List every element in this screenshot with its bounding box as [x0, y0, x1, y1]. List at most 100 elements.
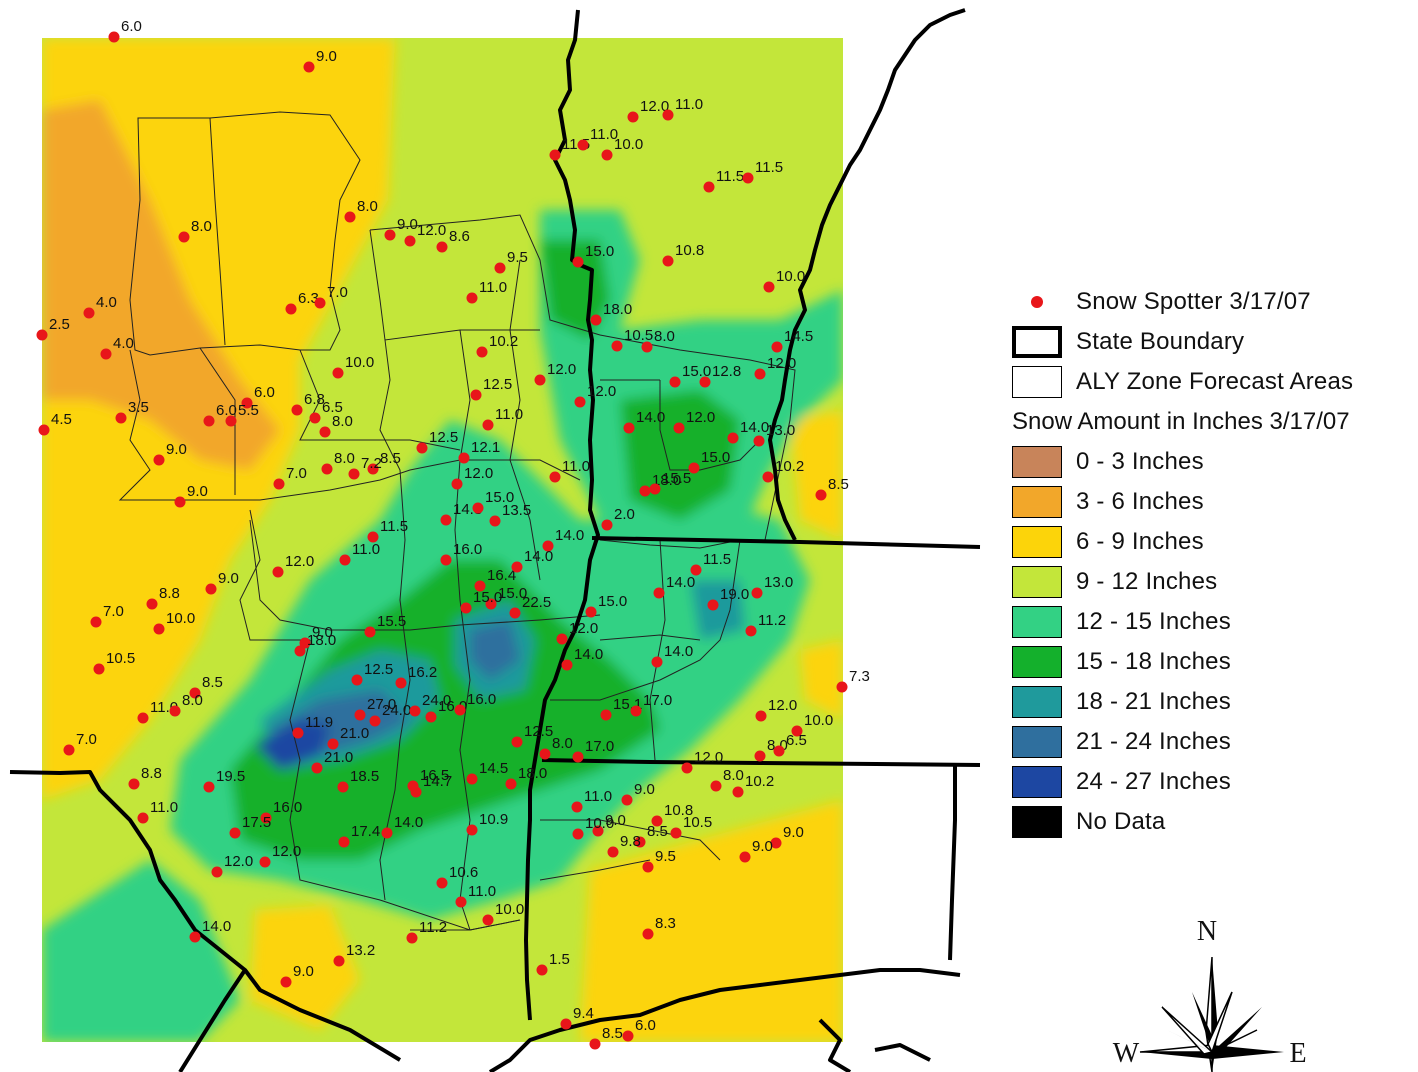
spotter-dot — [592, 825, 604, 837]
snow-spotter: 14.0 — [651, 643, 693, 668]
spotter-dot — [670, 827, 682, 839]
spotter-value-label: 9.0 — [187, 483, 208, 500]
spotter-value-label: 14.7 — [423, 773, 452, 790]
legend-state-boundary: State Boundary — [1012, 322, 1412, 362]
spotter-value-label: 17.0 — [585, 738, 614, 755]
spotter-value-label: 12.0 — [224, 853, 253, 870]
snow-spotter: 14.0 — [623, 409, 665, 434]
snow-spotter: 8.0 — [344, 198, 378, 223]
spotter-dot — [600, 709, 612, 721]
legend-class-label: 21 - 24 Inches — [1076, 728, 1231, 755]
compass-rose: N W E — [1113, 916, 1307, 1072]
snow-spotter: 8.5 — [367, 450, 401, 475]
snow-spotter: 9.0 — [153, 441, 187, 466]
zone-lines-h — [509, 259, 541, 581]
spotter-dot — [754, 368, 766, 380]
snow-spotter: 1.5 — [536, 951, 570, 976]
snow-spotter: 11.2 — [406, 919, 447, 944]
spotter-dot — [560, 1018, 572, 1030]
legend-zone-areas: ALY Zone Forecast Areas — [1012, 362, 1412, 402]
fill-12-15-southwest — [42, 860, 240, 1042]
spotter-dot — [146, 598, 158, 610]
spotter-dot — [314, 297, 326, 309]
spotter-value-label: 12.1 — [471, 439, 500, 456]
spotter-value-label: 16.0 — [453, 541, 482, 558]
snow-spotter: 10.5 — [611, 327, 653, 352]
snow-spotter: 17.0 — [572, 738, 614, 763]
spotter-value-label: 18.0 — [652, 472, 681, 489]
snow-spotter: 8.6 — [436, 228, 470, 253]
zone-lines-g — [454, 329, 471, 931]
compass-east-label: E — [1289, 1038, 1306, 1069]
spotter-value-label: 6.8 — [304, 391, 325, 408]
spotter-dot — [455, 896, 467, 908]
spotter-dot — [571, 801, 583, 813]
snow-spotter: 24.0 — [409, 692, 451, 717]
spotter-dot — [651, 656, 663, 668]
spotter-dot — [771, 341, 783, 353]
snow-spotter: 2.5 — [36, 316, 70, 341]
spotter-dot — [511, 736, 523, 748]
snow-spotter: 17.0 — [630, 692, 672, 717]
snow-spotter: 6.0 — [622, 1017, 656, 1042]
spotter-dot — [673, 422, 685, 434]
spotter-value-label: 12.5 — [364, 661, 393, 678]
spotter-dot — [509, 607, 521, 619]
spotter-dot — [285, 303, 297, 315]
snow-spotter: 9.0 — [299, 624, 333, 649]
spotter-dot — [572, 828, 584, 840]
snow-spotter: 16.2 — [395, 664, 437, 689]
snow-spotter: 12.1 — [458, 439, 500, 464]
spotter-value-label: 10.5 — [106, 650, 135, 667]
spotter-dot — [169, 705, 181, 717]
spotter-value-label: 17.5 — [242, 814, 271, 831]
spotter-value-label: 7.0 — [327, 284, 348, 301]
snow-spotter: 9.0 — [303, 48, 337, 73]
spotter-dot — [542, 540, 554, 552]
spotter-dot — [482, 419, 494, 431]
snow-spotter: 11.0 — [571, 788, 612, 813]
spotter-dot — [572, 256, 584, 268]
spotter-value-label: 9.5 — [655, 848, 676, 865]
spotter-value-label: 14.0 — [664, 643, 693, 660]
spotter-dot — [409, 705, 421, 717]
spotter-value-label: 12.0 — [768, 697, 797, 714]
spotter-dot — [436, 241, 448, 253]
legend-class-9: No Data — [1012, 802, 1412, 842]
spotter-value-label: 6.5 — [322, 399, 343, 416]
snow-spotter: 8.0 — [178, 218, 212, 243]
spotter-value-label: 11.0 — [468, 883, 496, 900]
spotter-value-label: 9.0 — [752, 838, 773, 855]
legend-class-label: 0 - 3 Inches — [1076, 448, 1204, 475]
snow-spotter: 8.5 — [189, 674, 223, 699]
snow-spotter: 11.5 — [367, 518, 408, 543]
spotter-value-label: 14.0 — [202, 918, 231, 935]
spotter-value-label: 10.0 — [495, 901, 524, 918]
legend-swatch — [1012, 566, 1062, 598]
spotter-value-label: 12.0 — [640, 98, 669, 115]
spotter-dot — [641, 341, 653, 353]
spotter-value-label: 12.5 — [429, 429, 458, 446]
snow-spotter: 12.0 — [404, 222, 446, 247]
state-boundary-sw — [178, 968, 247, 1072]
spotter-dot — [83, 307, 95, 319]
spotter-dot — [225, 415, 237, 427]
spotter-value-label: 27.0 — [367, 696, 396, 713]
spotter-value-label: 14.5 — [784, 328, 813, 345]
spotter-dot — [327, 738, 339, 750]
snow-spotter: 6.0 — [203, 402, 237, 427]
snow-spotter: 10.0 — [153, 610, 195, 635]
spotter-dot — [381, 827, 393, 839]
snow-spotter: 9.0 — [739, 838, 773, 863]
spotter-value-label: 24.0 — [382, 702, 411, 719]
spotter-value-label: 11.0 — [584, 788, 612, 805]
spotter-dot — [137, 812, 149, 824]
snow-spotter: 4.0 — [100, 335, 134, 360]
spotter-dot — [259, 856, 271, 868]
spotter-value-label: 12.0 — [587, 383, 616, 400]
spotter-dot — [205, 583, 217, 595]
legend-swatch — [1012, 606, 1062, 638]
spotter-value-label: 8.3 — [655, 915, 676, 932]
spotter-value-label: 12.0 — [272, 843, 301, 860]
